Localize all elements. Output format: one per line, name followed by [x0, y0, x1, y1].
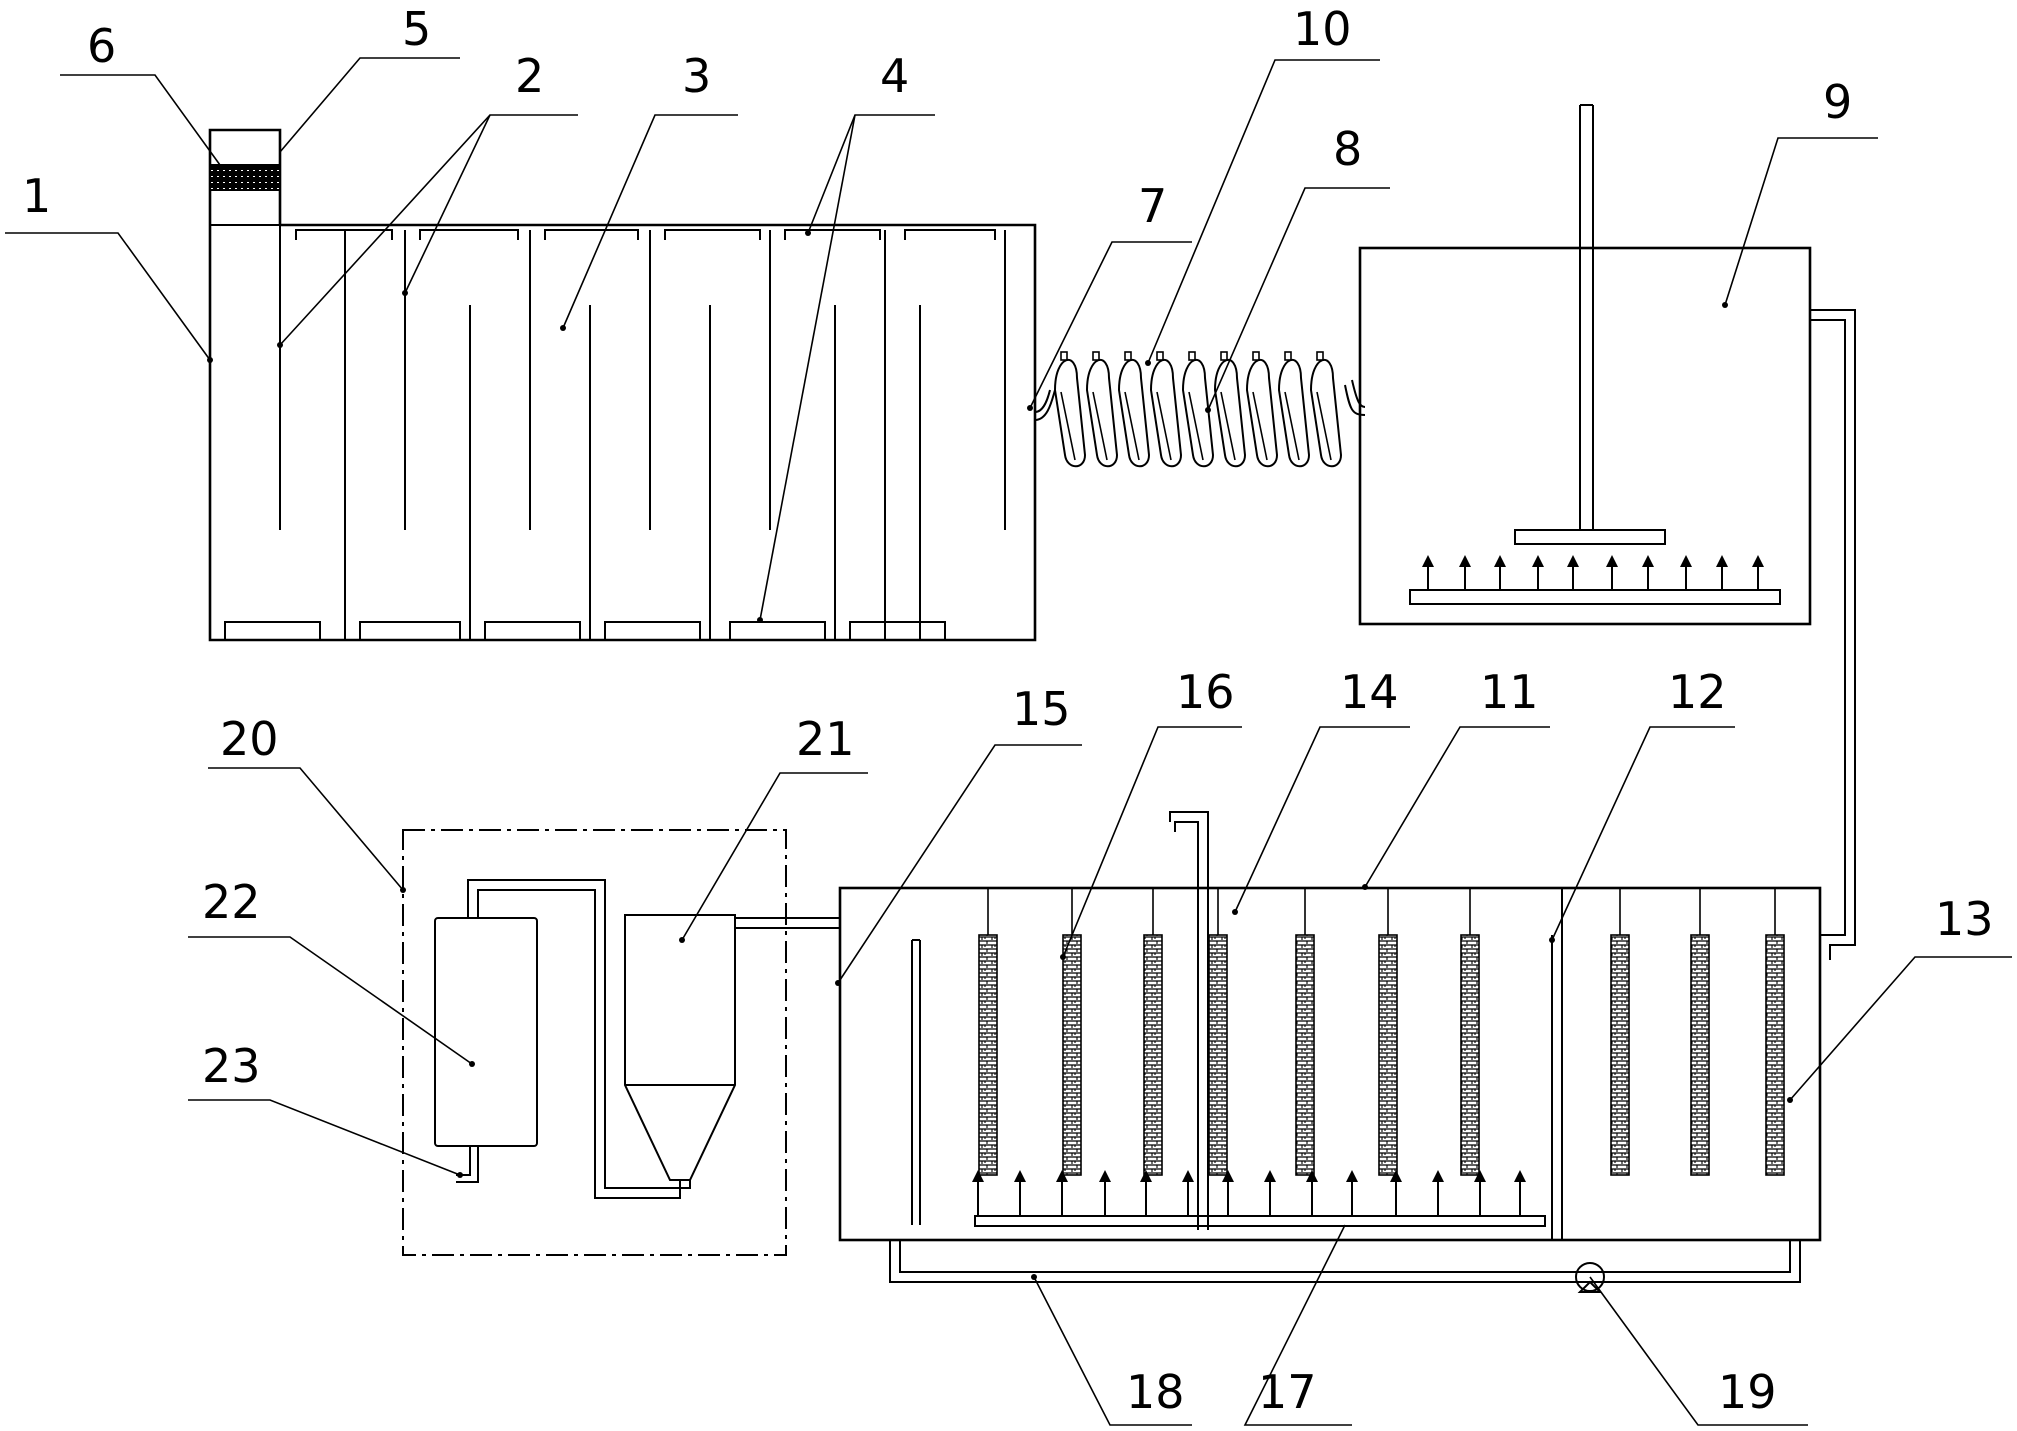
biofilm-packing [1690, 888, 1710, 1176]
label-11: 11 [1480, 665, 1539, 719]
label-4: 4 [880, 49, 909, 103]
label-3: 3 [682, 49, 711, 103]
air-arrow [1716, 555, 1728, 590]
coil-loop [1245, 351, 1279, 468]
air-arrow [1532, 555, 1544, 590]
biofilm-packing [1208, 888, 1228, 1176]
air-arrow [1056, 1170, 1068, 1216]
air-arrow [1099, 1170, 1111, 1216]
biofilm-packing [1765, 888, 1785, 1176]
air-arrow [1422, 555, 1434, 590]
mixing-tank [1358, 104, 1856, 960]
air-arrow [1680, 555, 1692, 590]
air-arrow [1182, 1170, 1194, 1216]
label-9: 9 [1823, 75, 1852, 129]
air-arrow [1494, 555, 1506, 590]
label-22: 22 [202, 875, 261, 929]
label-21: 21 [796, 712, 855, 766]
leader-lines [5, 57, 2012, 1426]
label-17: 17 [1258, 1365, 1317, 1419]
stirrer-paddle [1514, 529, 1666, 545]
air-arrow [1264, 1170, 1276, 1216]
biofilm-packing [978, 888, 998, 1176]
air-arrow [1306, 1170, 1318, 1216]
label-5: 5 [402, 2, 431, 56]
coil-loop [1085, 351, 1119, 468]
coil-loop [1117, 351, 1151, 468]
aeration-pipe [974, 1215, 1546, 1227]
label-16: 16 [1176, 665, 1235, 719]
air-arrow [1014, 1170, 1026, 1216]
air-arrow [1567, 555, 1579, 590]
air-arrow [1140, 1170, 1152, 1216]
air-arrow [972, 1170, 984, 1216]
bottom-trays [224, 621, 946, 640]
biofilm-packing [1610, 888, 1630, 1176]
top-trays [295, 229, 996, 240]
label-13: 13 [1935, 892, 1994, 946]
air-arrow [1390, 1170, 1402, 1216]
label-14: 14 [1340, 665, 1399, 719]
coil-loop [1053, 351, 1087, 468]
biofilm-packing [1062, 888, 1082, 1176]
air-arrow [1642, 555, 1654, 590]
baffled-settling-tank [208, 128, 1037, 642]
air-arrow [1459, 555, 1471, 590]
sludge-treatment-unit [402, 829, 840, 1256]
air-arrow [1752, 555, 1764, 590]
air-arrow [1346, 1170, 1358, 1216]
coil-loop [1213, 351, 1247, 468]
label-7: 7 [1138, 179, 1167, 233]
label-10: 10 [1293, 2, 1352, 56]
label-12: 12 [1668, 665, 1727, 719]
label-15: 15 [1012, 682, 1071, 736]
coil-loop [1277, 351, 1311, 468]
label-20: 20 [220, 712, 279, 766]
air-arrow [1474, 1170, 1486, 1216]
air-arrow [1432, 1170, 1444, 1216]
aeration-diffuser [1409, 589, 1781, 605]
label-19: 19 [1718, 1365, 1777, 1419]
heat-exchange-coil [1034, 351, 1366, 468]
air-arrow [1514, 1170, 1526, 1216]
biofilm-packing [1143, 888, 1163, 1176]
biofilm-packing [1295, 888, 1315, 1176]
baffles [279, 225, 1006, 640]
filter-mesh [209, 164, 281, 191]
label-numbers: 1 2 3 4 5 6 7 8 9 10 11 12 13 14 15 16 1… [22, 2, 1994, 1419]
label-8: 8 [1333, 122, 1362, 176]
label-1: 1 [22, 169, 51, 223]
biofilm-packing [1378, 888, 1398, 1176]
air-arrow [1222, 1170, 1234, 1216]
label-18: 18 [1126, 1365, 1185, 1419]
coil-loop [1149, 351, 1183, 468]
biofilm-reactor [838, 811, 1822, 1293]
label-2: 2 [515, 49, 544, 103]
biofilm-packing [1460, 888, 1480, 1176]
coil-loop [1309, 351, 1343, 468]
coil-loop [1181, 351, 1215, 468]
air-arrow [1606, 555, 1618, 590]
label-6: 6 [87, 19, 116, 73]
label-23: 23 [202, 1039, 261, 1093]
